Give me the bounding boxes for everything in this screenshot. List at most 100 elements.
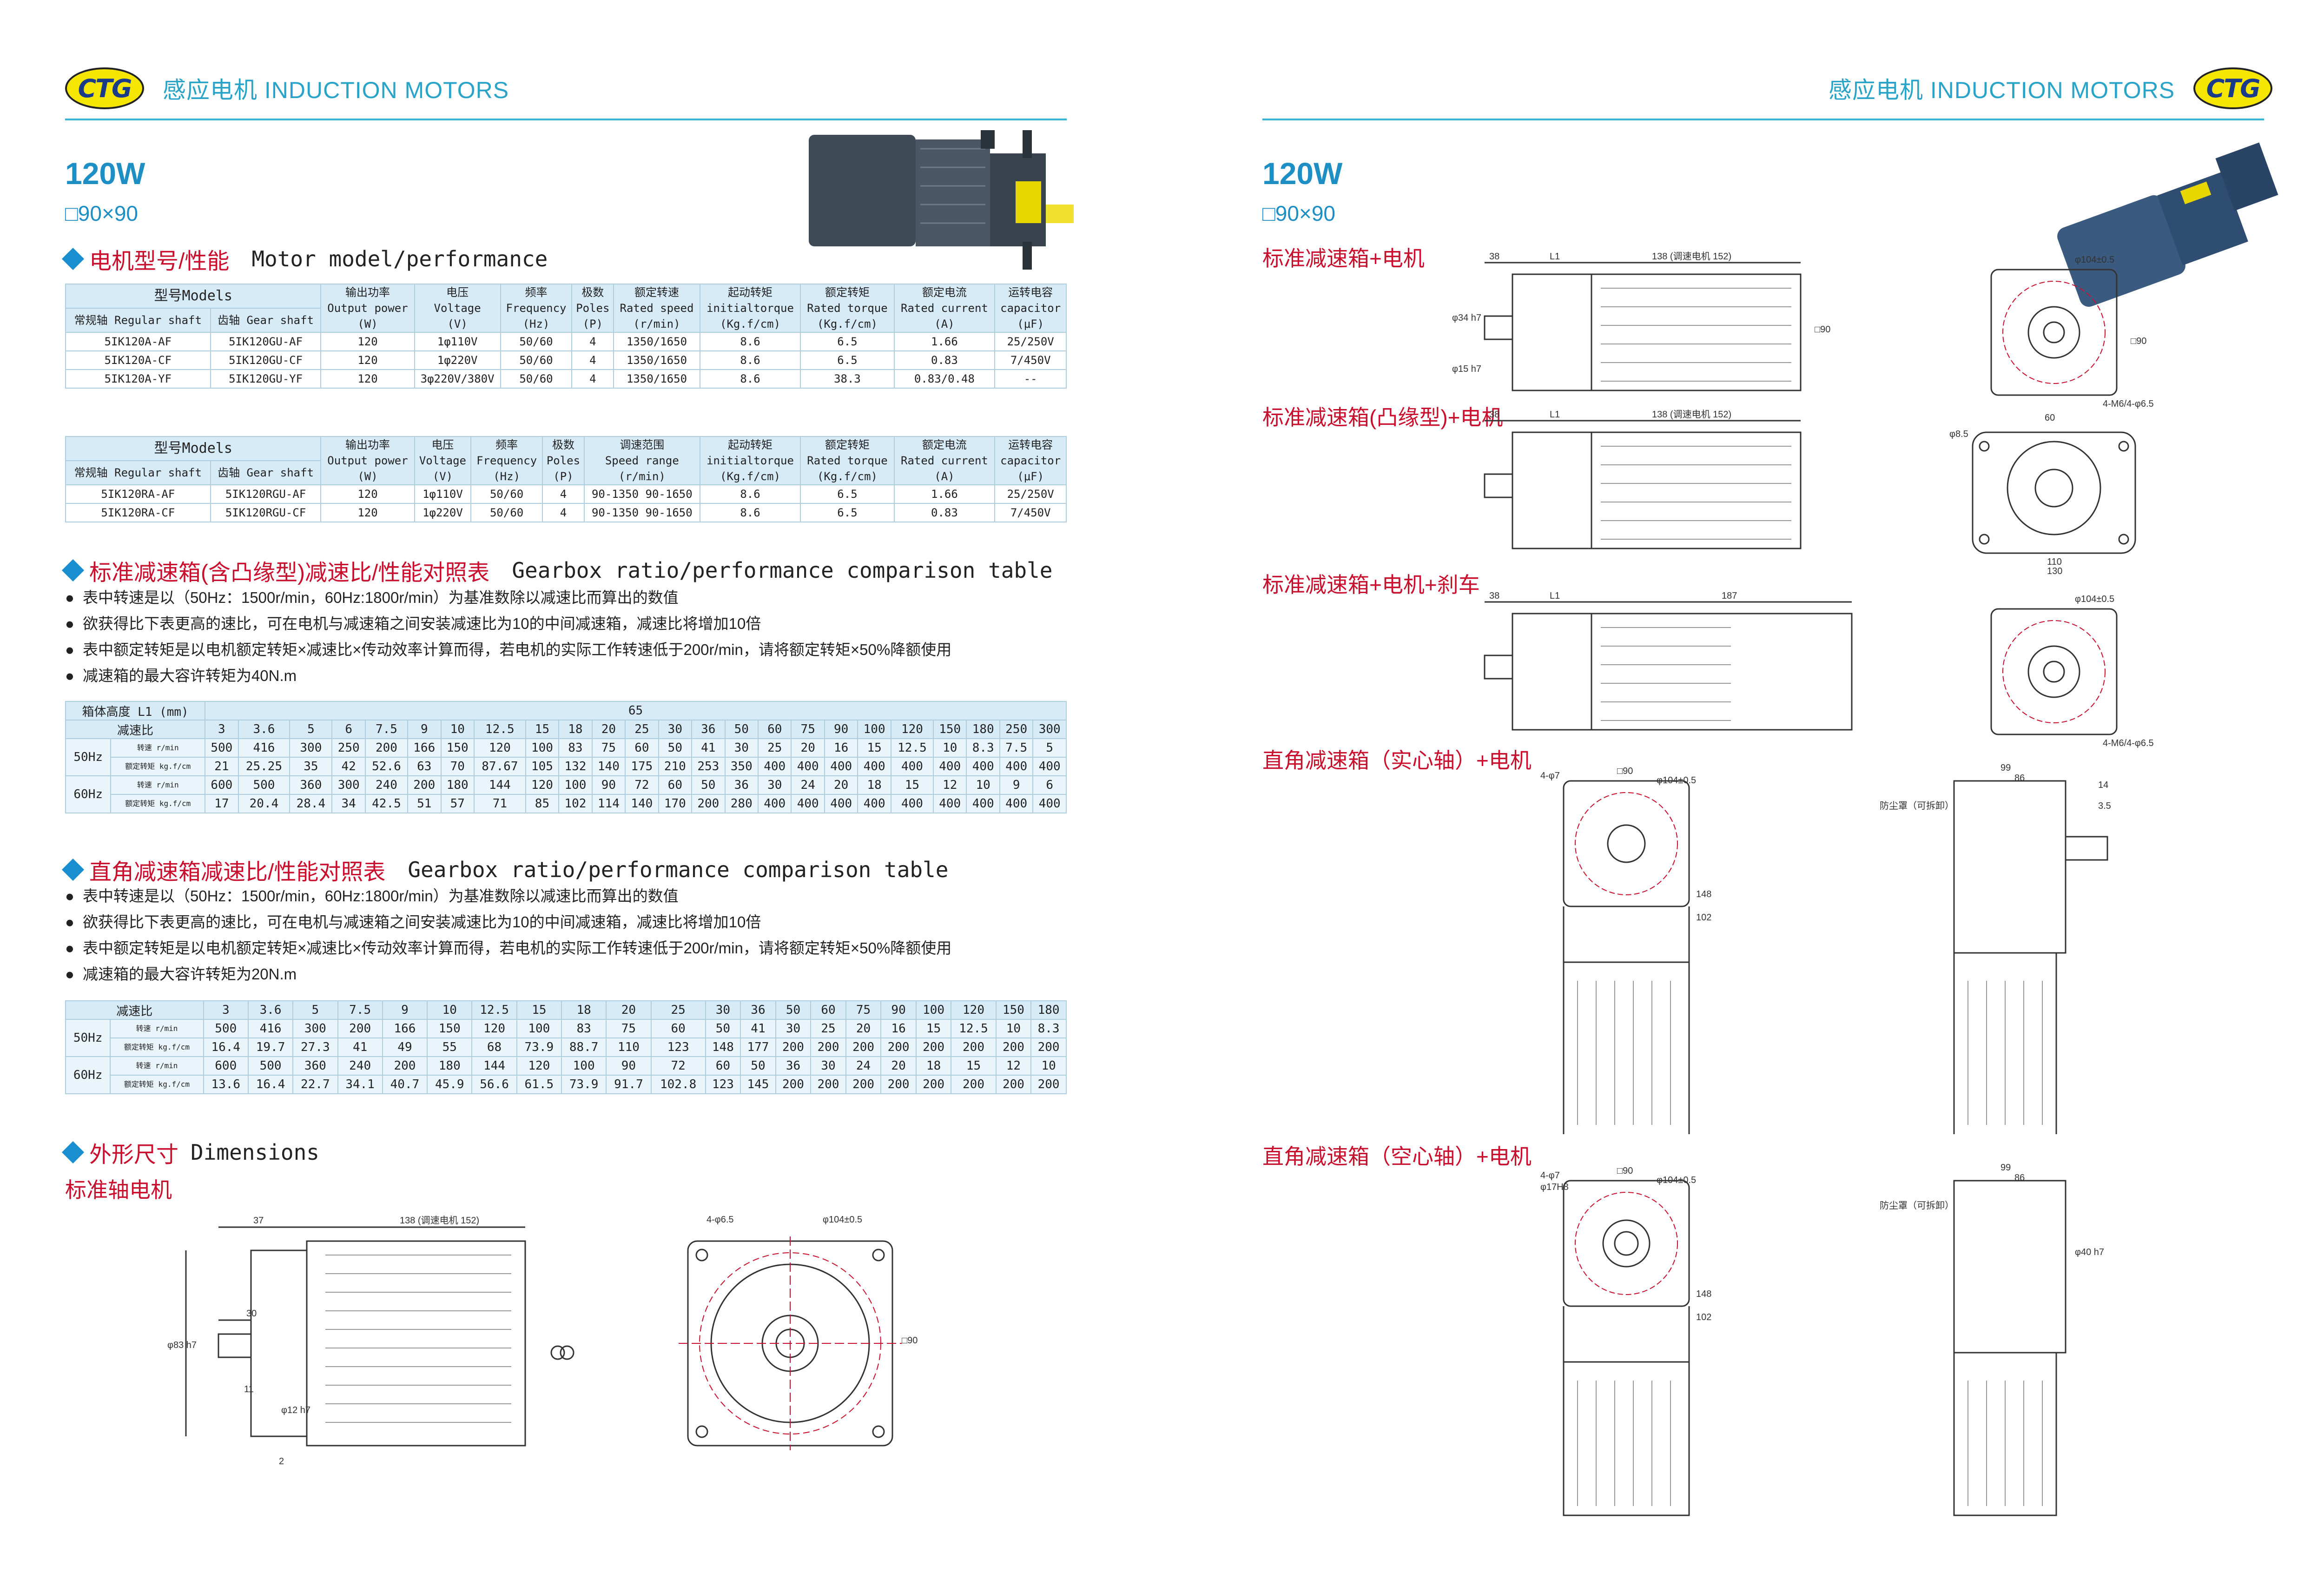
svg-text:防尘罩（可拆卸）: 防尘罩（可拆卸） xyxy=(1880,1200,1954,1211)
table-cell: 8.6 xyxy=(699,484,801,504)
speed-label: 转速 r/min xyxy=(110,775,206,795)
torque-cell: 105 xyxy=(525,757,560,776)
speed-cell: 600 xyxy=(205,775,239,795)
svg-text:φ17H8: φ17H8 xyxy=(1540,1182,1569,1192)
torque-cell: 400 xyxy=(824,794,858,813)
speed-cell: 120 xyxy=(516,1056,562,1076)
torque-cell: 28.4 xyxy=(289,794,333,813)
svg-text:L1: L1 xyxy=(1550,251,1560,262)
svg-text:φ104±0.5: φ104±0.5 xyxy=(1657,1175,1696,1185)
speed-cell: 500 xyxy=(205,738,239,758)
ratio-cell: 3 xyxy=(205,720,239,739)
svg-text:38: 38 xyxy=(1489,410,1499,420)
speed-label: 转速 r/min xyxy=(110,738,206,758)
torque-cell: 400 xyxy=(966,757,1000,776)
speed-cell: 200 xyxy=(364,738,409,758)
speed-cell: 36 xyxy=(724,775,759,795)
speed-cell: 15 xyxy=(951,1056,997,1076)
speed-cell: 360 xyxy=(289,775,333,795)
table-cell: 6.5 xyxy=(800,503,895,522)
torque-cell: 200 xyxy=(1030,1075,1067,1094)
table-cell: 120 xyxy=(320,369,415,389)
table-cell: 3φ220V/380V xyxy=(414,369,501,389)
frame-size: □90×90 xyxy=(1262,201,1335,225)
ratio-cell: 12.5 xyxy=(471,1000,517,1020)
speed-cell: 240 xyxy=(364,775,409,795)
speed-cell: 20 xyxy=(880,1056,917,1076)
table-cell: 50/60 xyxy=(470,503,543,522)
note-item: 表中转速是以（50Hz：1500r/min，60Hz:1800r/min）为基准… xyxy=(65,585,951,611)
speed-cell: 60 xyxy=(658,775,693,795)
table-cell: 1.66 xyxy=(893,332,996,351)
svg-text:86: 86 xyxy=(2014,1173,2025,1183)
ratio-cell: 75 xyxy=(845,1000,882,1020)
ratio-cell: 90 xyxy=(880,1000,917,1020)
table-row: 箱体高度 L1 (mm)65 xyxy=(65,701,1067,720)
table-cell: 120 xyxy=(320,332,415,351)
torque-cell: 40.7 xyxy=(382,1075,428,1094)
speed-cell: 60 xyxy=(625,738,659,758)
ratio-cell: 12.5 xyxy=(473,720,526,739)
speed-cell: 120 xyxy=(473,738,526,758)
torque-cell: 42 xyxy=(331,757,366,776)
speed-cell: 6 xyxy=(1032,775,1067,795)
speed-cell: 150 xyxy=(427,1019,473,1038)
table-cell: 8.6 xyxy=(699,332,801,351)
table-cell: 5IK120A-YF xyxy=(65,369,211,389)
table-cell: 4 xyxy=(541,484,585,504)
torque-cell: 170 xyxy=(658,794,693,813)
svg-text:38: 38 xyxy=(1489,591,1499,601)
torque-cell: 280 xyxy=(724,794,759,813)
svg-text:99: 99 xyxy=(2000,1163,2011,1173)
sub-regular: 常规轴 Regular shaft xyxy=(65,308,211,333)
svg-text:φ83 h7: φ83 h7 xyxy=(167,1340,197,1350)
torque-cell: 132 xyxy=(558,757,593,776)
speed-cell: 18 xyxy=(915,1056,952,1076)
torque-cell: 71 xyxy=(473,794,526,813)
torque-cell: 175 xyxy=(625,757,659,776)
speed-cell: 8.3 xyxy=(1030,1019,1067,1038)
note-item: 减速箱的最大容许转矩为40N.m xyxy=(65,663,951,689)
speed-cell: 60 xyxy=(650,1019,706,1038)
speed-cell: 120 xyxy=(471,1019,517,1038)
table-cell: 50/60 xyxy=(500,350,573,370)
speed-cell: 144 xyxy=(471,1056,517,1076)
ratio-cell: 100 xyxy=(915,1000,952,1020)
table-cell: 8.6 xyxy=(699,503,801,522)
label-brake: 标准减速箱+电机+刹车 xyxy=(1262,573,1480,597)
speed-cell: 41 xyxy=(740,1019,776,1038)
speed-cell: 200 xyxy=(337,1019,383,1038)
ratio-cell: 36 xyxy=(740,1000,776,1020)
torque-cell: 20.4 xyxy=(238,794,290,813)
svg-text:□90: □90 xyxy=(1617,766,1633,776)
note-item: 表中额定转矩是以电机额定转矩×减速比×传动效率计算而得，若电机的实际工作转速低于… xyxy=(65,935,951,961)
ratio-cell: 18 xyxy=(558,720,593,739)
speed-cell: 12.5 xyxy=(951,1019,997,1038)
ratio-cell: 75 xyxy=(791,720,825,739)
torque-cell: 52.6 xyxy=(364,757,409,776)
svg-text:φ104±0.5: φ104±0.5 xyxy=(823,1215,862,1225)
speed-cell: 25 xyxy=(757,738,792,758)
table-cell: 1350/1650 xyxy=(613,369,700,389)
sub-gear: 齿轴 Gear shaft xyxy=(210,308,322,333)
table-cell: 1φ220V xyxy=(414,350,501,370)
speed-cell: 416 xyxy=(247,1019,294,1038)
torque-cell: 200 xyxy=(995,1075,1032,1094)
header-left: CTG 感应电机 INDUCTION MOTORS xyxy=(65,65,509,112)
svg-text:防尘罩（可拆卸）: 防尘罩（可拆卸） xyxy=(1880,800,1954,811)
torque-cell: 400 xyxy=(857,757,891,776)
